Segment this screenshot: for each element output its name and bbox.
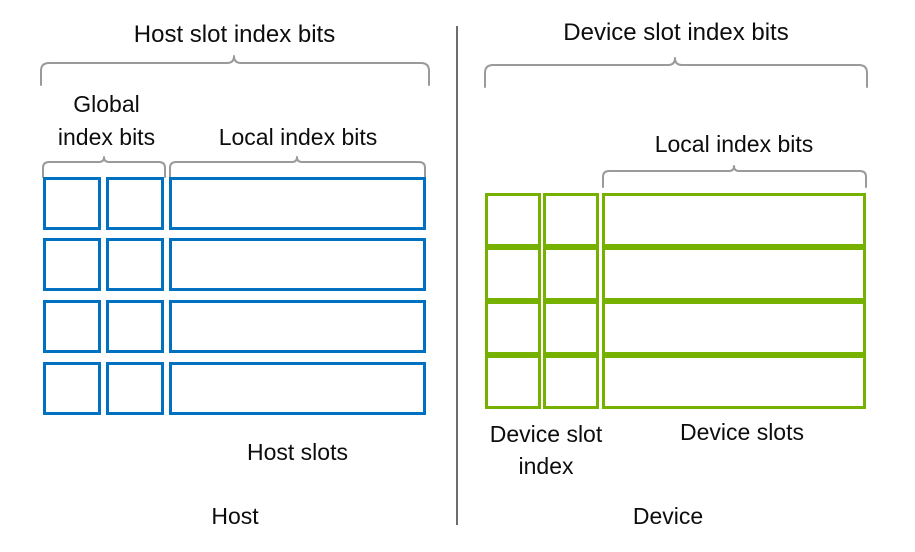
host-cell-r3-c3 [169,300,426,353]
device-cell-r2-c1 [485,247,541,301]
device-cell-r3-c1 [485,301,541,355]
host-cell-r2-c3 [169,238,426,291]
device-slot-r4 [602,355,866,409]
device-local-index-bits-label: Local index bits [654,131,814,157]
device-slots-caption: Device slots [680,419,804,445]
host-slot-index-bits-title: Host slot index bits [133,21,336,48]
device-slot-index-bits-title: Device slot index bits [563,19,789,46]
device-cell-r2-c2 [543,247,599,301]
device-cell-r3-c2 [543,301,599,355]
device-slot-index-caption-line2: index [518,453,574,479]
device-cell-r4-c2 [543,355,599,409]
host-cell-r3-c1 [43,300,101,353]
host-cell-r1-c2 [106,177,164,230]
host-slot-index-bits-brace [40,55,430,86]
host-global-index-bits-label-line2: index bits [57,124,156,150]
host-cell-r1-c1 [43,177,101,230]
host-cell-r2-c1 [43,238,101,291]
host-global-index-bits-label-line1: Global [73,91,140,117]
host-cell-r4-c1 [43,362,101,415]
device-slot-index-caption-line1: Device slot [489,421,603,447]
host-cell-r4-c2 [106,362,164,415]
host-local-index-bits-brace [169,156,426,178]
device-cell-r1-c2 [543,193,599,247]
host-cell-r4-c3 [169,362,426,415]
device-slot-r2 [602,247,866,301]
device-slot-r3 [602,301,866,355]
device-slot-r1 [602,193,866,247]
host-footer-label: Host [211,503,259,529]
host-slots-caption: Host slots [247,439,348,465]
device-local-index-bits-brace [602,165,867,188]
device-footer-label: Device [632,503,704,529]
device-cell-r1-c1 [485,193,541,247]
host-cell-r2-c2 [106,238,164,291]
device-slot-index-bits-brace [484,57,868,88]
host-local-index-bits-label: Local index bits [218,124,378,150]
host-cell-r3-c2 [106,300,164,353]
host-global-index-bits-brace [42,156,166,178]
host-cell-r1-c3 [169,177,426,230]
device-cell-r4-c1 [485,355,541,409]
panel-divider [456,26,458,525]
